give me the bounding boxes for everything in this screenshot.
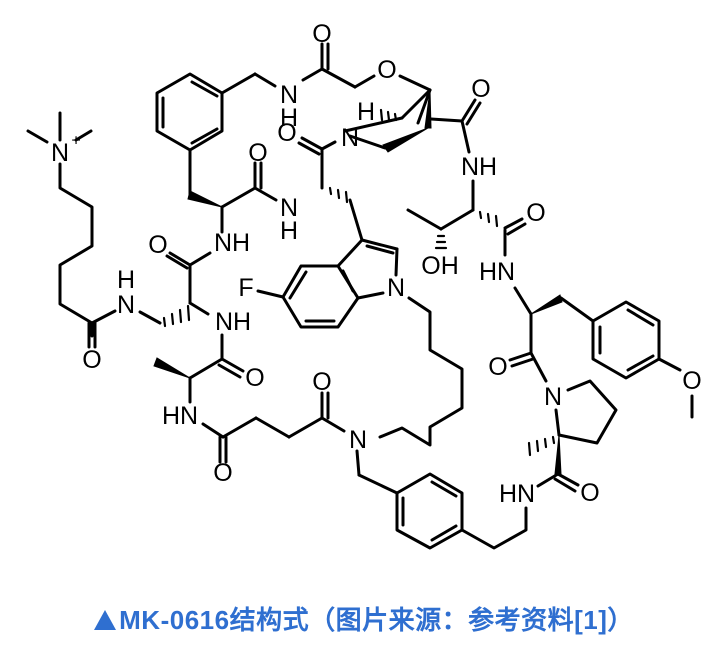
atom-nh: NH bbox=[215, 308, 251, 336]
caption-text: MK-0616结构式（图片来源：参考资料[1]） bbox=[119, 605, 634, 635]
atom-oh: OH bbox=[421, 252, 459, 280]
hash-bond-bicyclic-h bbox=[379, 108, 398, 122]
atom-o: O bbox=[213, 459, 232, 487]
atom-o: O bbox=[580, 479, 599, 507]
atom-hn: HN bbox=[479, 258, 515, 286]
atom-h: H bbox=[280, 217, 298, 245]
atom-o: O bbox=[148, 231, 167, 259]
figure-caption: MK-0616结构式（图片来源：参考资料[1]） bbox=[0, 600, 728, 637]
atom-plus-charge: + bbox=[71, 133, 80, 150]
atom-n: N bbox=[387, 274, 405, 302]
atom-h: H bbox=[117, 266, 135, 294]
triangle-marker-icon bbox=[94, 610, 117, 630]
hash-bond-thr-oh bbox=[434, 234, 448, 250]
atom-n: N bbox=[117, 291, 135, 319]
mk-0616-structure-diagram: N + H N O O NH NH N H O N H O O bbox=[26, 20, 702, 550]
atom-n: N bbox=[341, 124, 359, 152]
atom-o: O bbox=[312, 368, 331, 396]
hash-bond-pro-methyl bbox=[527, 435, 556, 457]
atom-n: N bbox=[280, 81, 298, 109]
atom-h: H bbox=[357, 98, 375, 126]
atom-n-tertiary: N bbox=[349, 426, 367, 454]
atom-o: O bbox=[471, 75, 490, 103]
hash-bond-dap bbox=[162, 304, 191, 328]
atom-o: O bbox=[82, 346, 101, 374]
atom-n: N bbox=[280, 194, 298, 222]
atom-nh: NH bbox=[461, 153, 497, 181]
atom-n-pro: N bbox=[544, 383, 562, 411]
atom-hn: HN bbox=[162, 402, 198, 430]
atom-o: O bbox=[245, 364, 264, 392]
atom-o: O bbox=[377, 56, 396, 84]
atom-o: O bbox=[526, 199, 545, 227]
atom-o: O bbox=[312, 20, 331, 48]
atom-o-methoxy: O bbox=[682, 367, 701, 395]
atom-f: F bbox=[238, 274, 253, 302]
atom-n-plus: N bbox=[51, 139, 69, 167]
atom-o: O bbox=[488, 353, 507, 381]
hash-bond-thr bbox=[478, 210, 499, 228]
hash-bond-trp bbox=[328, 186, 349, 204]
atom-o: O bbox=[277, 119, 296, 147]
atom-hn: HN bbox=[499, 480, 535, 508]
atom-o: O bbox=[248, 139, 267, 167]
trimethylammonium-tail bbox=[26, 111, 162, 349]
atom-h: H bbox=[280, 104, 298, 132]
atom-nh: NH bbox=[214, 229, 250, 257]
